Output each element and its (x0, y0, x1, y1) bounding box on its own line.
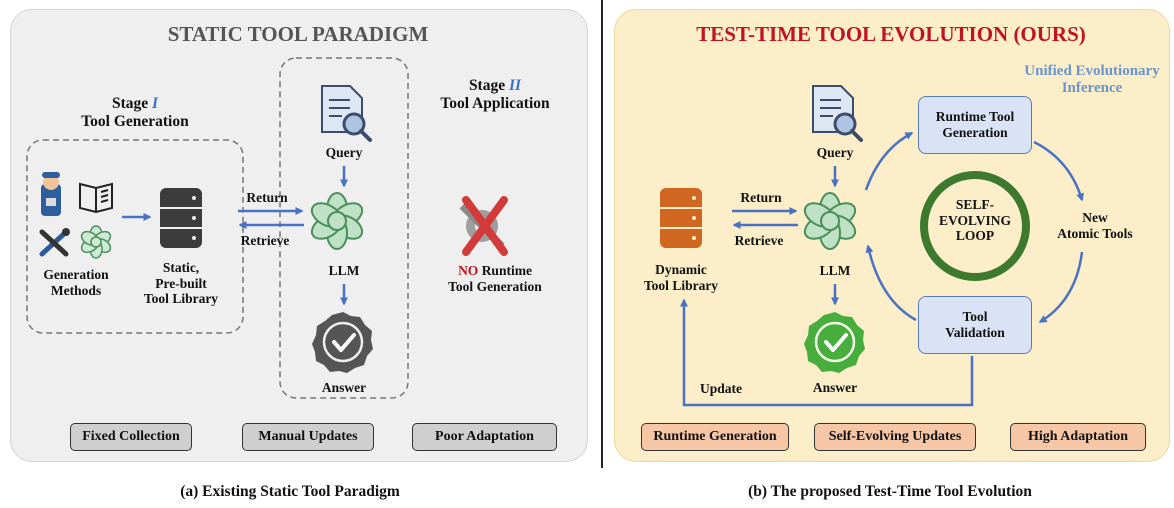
retrieve-label-right: Retrieve (734, 233, 784, 248)
stage1-name: Tool Generation (81, 112, 189, 130)
llm-label-left: LLM (328, 263, 360, 278)
self-evolving-loop-ring (920, 171, 1030, 281)
new-tools-to-validation-arc (1038, 251, 1084, 324)
no-runtime-label: NO Runtime Tool Generation (448, 263, 542, 294)
query-document-icon-right (812, 85, 863, 142)
right-caption: (b) The proposed Test-Time Tool Evolutio… (748, 483, 1032, 500)
stage2-dashed-box (279, 57, 409, 399)
tag-fixed-collection: Fixed Collection (70, 423, 192, 451)
answer-badge-icon-right (804, 312, 865, 373)
stage2-number: II (508, 77, 522, 94)
self-evolving-loop-label: SELF- EVOLVING LOOP (938, 197, 1011, 244)
update-arrow-path (680, 298, 974, 407)
answer-badge-icon-left (312, 312, 373, 373)
no-tools-cross-icon (459, 196, 508, 256)
panel-separator (601, 0, 603, 468)
return-label-right: Return (740, 190, 782, 205)
llm-label-right: LLM (819, 263, 851, 278)
stage1-number: I (152, 95, 159, 112)
new-atomic-tools-label: New Atomic Tools (1057, 210, 1133, 241)
no-runtime-no: NO (458, 263, 479, 278)
retrieve-label-left: Retrieve (240, 233, 290, 248)
llm-icon-left (310, 192, 364, 250)
answer-label-left: Answer (321, 380, 367, 395)
answer-label-right: Answer (812, 380, 858, 395)
static-database-icon (160, 188, 202, 248)
generation-methods-label: Generation Methods (43, 267, 109, 298)
tag-high-adaptation: High Adaptation (1010, 423, 1146, 451)
stage1-heading: Stage I Tool Generation (60, 95, 210, 131)
llm-to-generation-arc (864, 131, 914, 191)
query-label-left: Query (325, 145, 363, 160)
stage2-heading: Stage II Tool Application (420, 77, 570, 113)
unified-inference-label: Unified Evolutionary Inference (1024, 63, 1160, 97)
tag-poor-adaptation: Poor Adaptation (412, 423, 557, 451)
dynamic-database-icon (660, 188, 702, 248)
wrench-screwdriver-icon (39, 228, 70, 257)
worker-icon (41, 172, 61, 216)
tag-runtime-generation: Runtime Generation (641, 423, 789, 451)
stage2-label: Stage (468, 77, 506, 94)
stage1-label: Stage (111, 95, 149, 112)
return-label-left: Return (246, 190, 288, 205)
stage2-name: Tool Application (440, 94, 550, 112)
tag-manual-updates: Manual Updates (242, 423, 374, 451)
dynamic-library-label: Dynamic Tool Library (643, 262, 719, 293)
static-library-label: Static, Pre-built Tool Library (143, 260, 219, 307)
update-label: Update (699, 381, 742, 396)
stage1-dashed-box (26, 139, 244, 334)
left-panel-title: STATIC TOOL PARADIGM (167, 22, 429, 46)
left-caption: (a) Existing Static Tool Paradigm (180, 483, 400, 500)
query-document-icon-left (321, 85, 372, 142)
generation-to-new-tools-arc (1033, 140, 1084, 202)
book-icon (79, 182, 113, 214)
small-llm-icon (80, 225, 112, 259)
evolution-panel (614, 9, 1170, 462)
query-label-right: Query (816, 145, 854, 160)
validation-to-llm-arc (865, 244, 917, 322)
llm-icon-right (803, 192, 857, 250)
right-panel-title: TEST-TIME TOOL EVOLUTION (OURS) (696, 22, 1086, 46)
tag-self-evolving-updates: Self-Evolving Updates (814, 423, 976, 451)
